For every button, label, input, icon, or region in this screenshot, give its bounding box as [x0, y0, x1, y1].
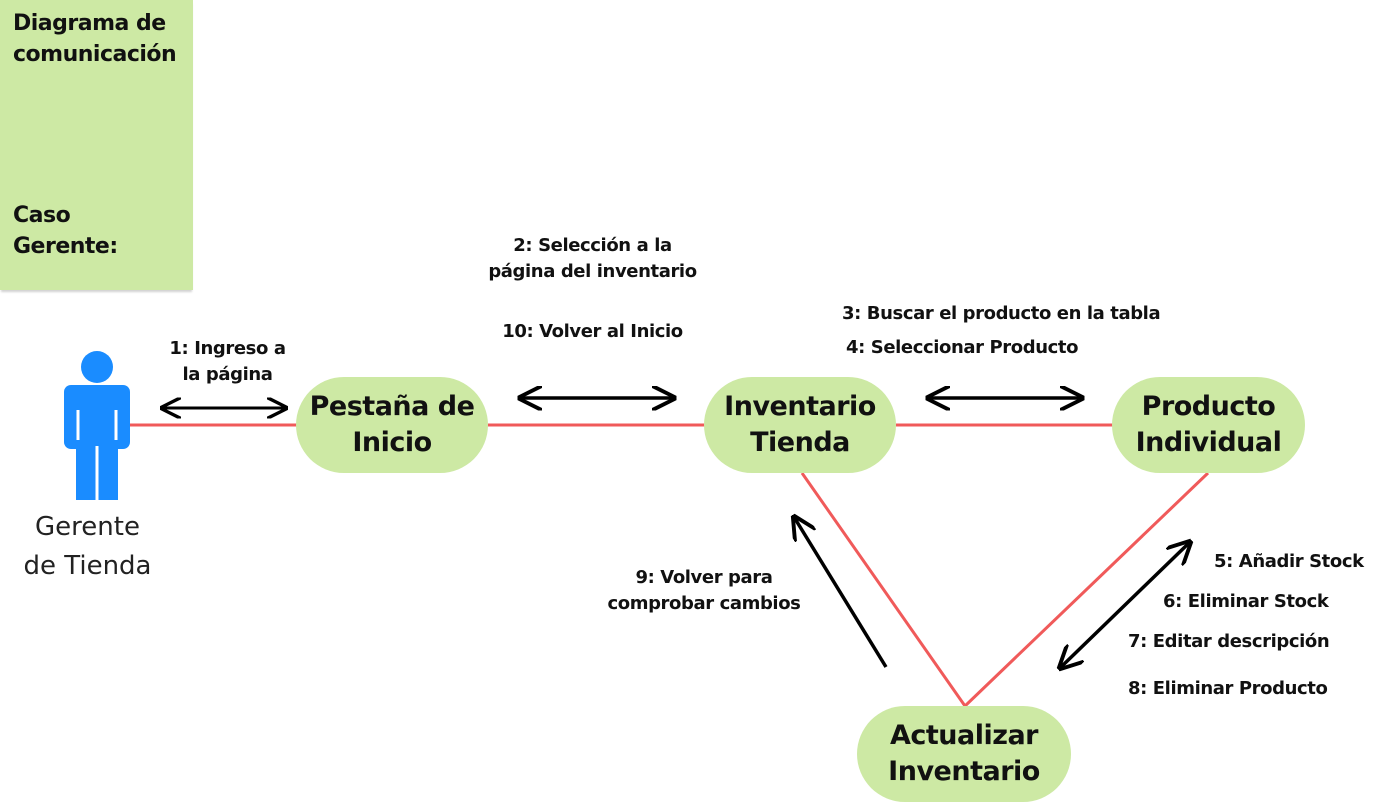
diagram-title: Diagrama de comunicación	[13, 11, 177, 67]
message-5: 5: Añadir Stock	[1214, 551, 1364, 572]
message-6: 6: Eliminar Stock	[1163, 591, 1329, 612]
case-subtitle: Caso Gerente:	[13, 203, 118, 259]
message-1: 1: Ingreso a la página	[169, 338, 286, 385]
person-icon	[64, 351, 130, 500]
node-pestana-inicio: Pestaña de Inicio	[296, 377, 488, 473]
node-inventario-tienda: Inventario Tienda	[704, 377, 896, 473]
message-8: 8: Eliminar Producto	[1128, 678, 1328, 699]
message-4: 4: Seleccionar Producto	[846, 337, 1079, 358]
message-3: 3: Buscar el producto en la tabla	[842, 303, 1161, 324]
message-7: 7: Editar descripción	[1128, 631, 1330, 652]
title-note: Diagrama de comunicación Caso Gerente:	[0, 0, 193, 290]
node-producto-individual: Producto Individual	[1112, 377, 1305, 473]
arrow-actualizar-producto	[1060, 542, 1190, 668]
link-inventario-actualizar	[800, 472, 967, 707]
actor-label: Gerente de Tienda	[23, 512, 152, 581]
message-2: 2: Selección a la página del inventario	[488, 235, 697, 282]
node-actualizar-inventario: Actualizar Inventario	[857, 706, 1071, 802]
arrow-actualizar-inventario	[794, 517, 888, 668]
message-9: 9: Volver para comprobar cambios	[607, 567, 801, 614]
message-10: 10: Volver al Inicio	[502, 321, 683, 342]
